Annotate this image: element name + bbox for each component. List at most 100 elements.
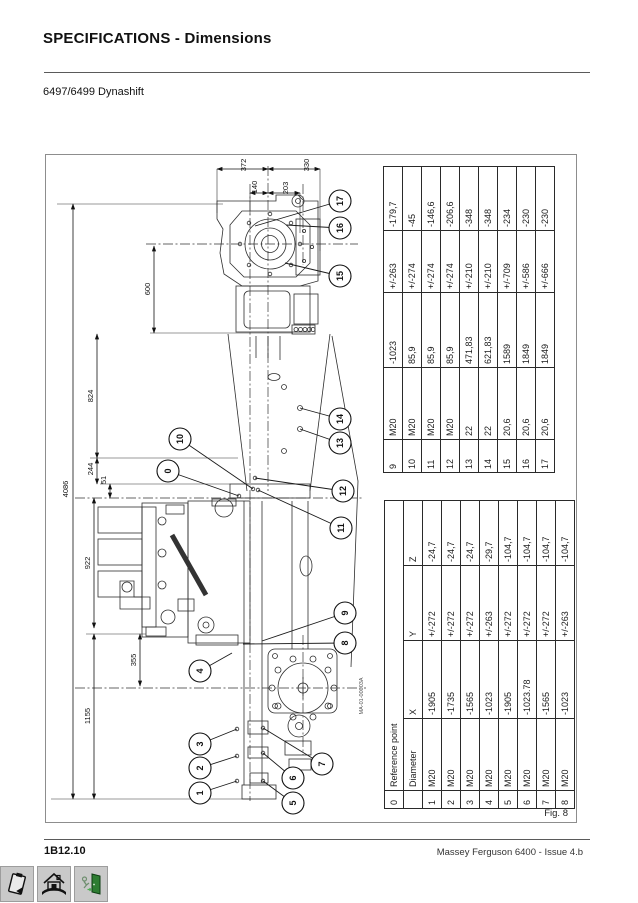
balloon-7: 7: [310, 752, 334, 776]
cell: +/-263: [383, 230, 403, 293]
cell: +/-274: [402, 230, 422, 293]
notes-button[interactable]: [0, 866, 34, 902]
cell: M20: [555, 718, 575, 791]
svg-text:4: 4: [195, 668, 205, 673]
cell: M20: [517, 718, 537, 791]
cell: 1849: [535, 292, 555, 368]
cell: -146,6: [421, 166, 441, 231]
header-cell: Reference point: [384, 500, 404, 791]
balloon-4: 4: [188, 659, 212, 683]
cell: 20,6: [497, 367, 517, 440]
cell: 20,6: [516, 367, 536, 440]
svg-text:7: 7: [317, 761, 327, 766]
dim-330: 330: [302, 159, 311, 172]
svg-text:6: 6: [288, 775, 298, 780]
cell: -24,7: [422, 500, 442, 566]
svg-text:9: 9: [340, 610, 350, 615]
cell: 1: [422, 790, 442, 809]
cell: M20: [383, 367, 403, 440]
svg-text:15: 15: [335, 271, 345, 281]
cell: 11: [421, 439, 441, 473]
cell: -104,7: [517, 500, 537, 566]
cell: +/-272: [422, 565, 442, 641]
cell: 471,83: [459, 292, 479, 368]
column-header: Y: [403, 565, 423, 641]
cell: 5: [498, 790, 518, 809]
engine-hose: [169, 533, 209, 597]
cell: +/-274: [421, 230, 441, 293]
cell: 7: [536, 790, 556, 809]
cell: -1023: [479, 640, 499, 719]
cell: +/-210: [459, 230, 479, 293]
rear-bolt-circle: [237, 211, 303, 277]
cell: -104,7: [498, 500, 518, 566]
cell: M20: [460, 718, 480, 791]
cell: -29,7: [479, 500, 499, 566]
cell: 85,9: [440, 292, 460, 368]
svg-text:12: 12: [338, 486, 348, 496]
tractor-outline: [97, 194, 359, 800]
cell: 13: [459, 439, 479, 473]
cell: M20: [498, 718, 518, 791]
cell: -24,7: [460, 500, 480, 566]
cell: +/-263: [555, 565, 575, 641]
balloon-6: 6: [281, 766, 305, 790]
cell: +/-272: [460, 565, 480, 641]
cell: +/-666: [535, 230, 555, 293]
cell: 1849: [516, 292, 536, 368]
cell: -348: [478, 166, 498, 231]
svg-text:0: 0: [163, 468, 173, 473]
cell: 621,83: [478, 292, 498, 368]
clipboard-icon: [8, 872, 26, 895]
dim-244: 244: [86, 463, 95, 476]
svg-text:14: 14: [335, 414, 345, 424]
dim-140: 140: [250, 181, 259, 194]
footer-divider: [44, 839, 590, 840]
balloon-11: 11: [329, 516, 353, 540]
cell: 4: [479, 790, 499, 809]
home-button[interactable]: [37, 866, 71, 902]
exit-button[interactable]: [74, 866, 108, 902]
balloon-9: 9: [333, 601, 357, 625]
cell: -230: [535, 166, 555, 231]
balloon-14: 14: [328, 407, 352, 431]
drawing-ref-number: MA-01-00003A: [359, 677, 365, 714]
cell: M20: [479, 718, 499, 791]
svg-text:17: 17: [335, 196, 345, 206]
dim-4086: 4086: [61, 481, 70, 498]
balloon-0: 0: [156, 459, 180, 483]
cell: -230: [516, 166, 536, 231]
svg-text:3: 3: [195, 741, 205, 746]
cell: -179,7: [383, 166, 403, 231]
balloon-callouts: 0 1 2 3 4 5 6 7 8 9 10 11 12 13 14 15 16…: [156, 189, 357, 815]
balloon-12: 12: [331, 479, 355, 503]
viewer-toolbar: [0, 866, 108, 902]
cell: -104,7: [555, 500, 575, 566]
cell: 22: [478, 367, 498, 440]
dim-51: 51: [99, 476, 108, 484]
column-header: X: [403, 640, 423, 719]
cell: +/-272: [536, 565, 556, 641]
manual-edition: Massey Ferguson 6400 - Issue 4.b: [436, 847, 583, 858]
cell: -45: [402, 166, 422, 231]
svg-text:11: 11: [336, 523, 346, 533]
balloon-10: 10: [168, 427, 192, 451]
balloon-1: 1: [188, 781, 212, 805]
cell: 14: [478, 439, 498, 473]
dim-1155: 1155: [83, 708, 92, 724]
cell: -1565: [536, 640, 556, 719]
cell: 10: [402, 439, 422, 473]
